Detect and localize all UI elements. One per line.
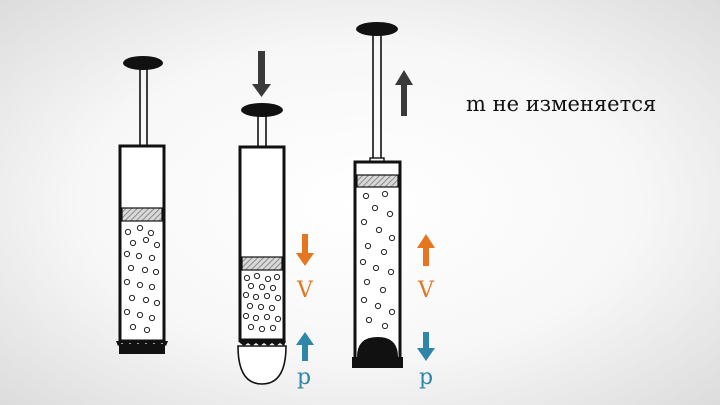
volume-label: V bbox=[417, 278, 435, 303]
stopper-dome-inward bbox=[357, 337, 398, 357]
piston bbox=[241, 256, 283, 271]
arrow-up-icon bbox=[395, 70, 413, 116]
plunger-handle bbox=[356, 22, 398, 36]
volume-label: V bbox=[296, 278, 314, 303]
arrow-down-icon bbox=[417, 332, 435, 361]
syringe-barrel bbox=[118, 144, 166, 343]
mass-constant-caption: m не изменяется bbox=[466, 92, 656, 116]
gas-molecules bbox=[123, 224, 161, 334]
plunger-handle bbox=[123, 56, 163, 70]
syringe-expanded: V p bbox=[352, 22, 435, 390]
piston bbox=[121, 207, 163, 222]
piston bbox=[356, 174, 399, 188]
arrow-down-icon bbox=[252, 51, 271, 97]
pressure-label: p bbox=[297, 365, 311, 390]
arrow-down-icon bbox=[296, 234, 314, 266]
syringe-barrel bbox=[353, 160, 402, 361]
stopper-dome-outward bbox=[237, 345, 287, 385]
stopper-cap-bulging-out bbox=[238, 341, 286, 346]
pressure-label: p bbox=[419, 365, 433, 390]
arrow-up-icon bbox=[417, 234, 435, 266]
syringe-initial bbox=[116, 56, 168, 354]
gas-molecules bbox=[359, 190, 396, 330]
arrow-up-icon bbox=[296, 332, 314, 361]
syringe-compressed: V p bbox=[237, 51, 314, 390]
gas-molecules bbox=[242, 272, 282, 333]
syringe-barrel bbox=[238, 145, 286, 342]
plunger-handle bbox=[241, 103, 283, 117]
stopper-cap bbox=[116, 341, 168, 346]
